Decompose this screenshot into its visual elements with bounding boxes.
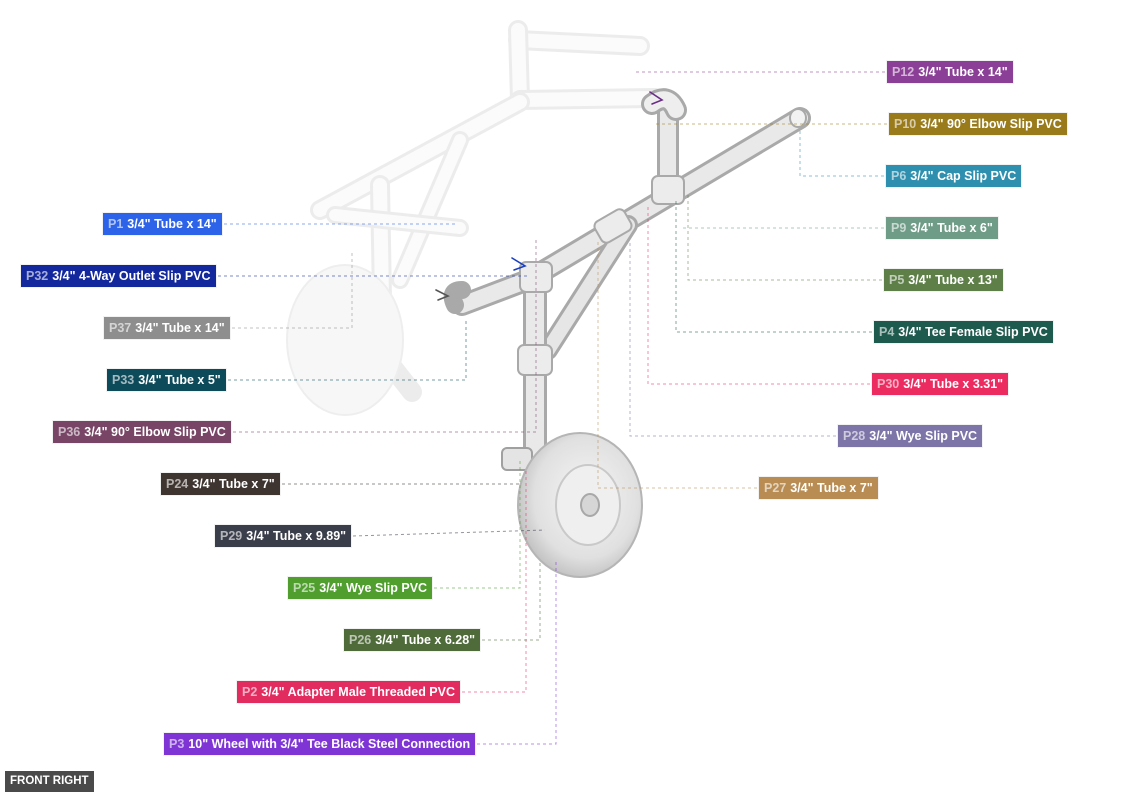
part-id: P29 <box>220 529 243 543</box>
part-id: P37 <box>109 321 132 335</box>
leader-line-p4 <box>675 200 872 333</box>
leader-line-p29 <box>352 529 546 537</box>
leader-line-p3 <box>477 560 557 745</box>
part-description: 3/4" Tube x 6.28" <box>375 633 476 647</box>
part-id: P26 <box>349 633 372 647</box>
part-id: P27 <box>764 481 787 495</box>
leader-line-p6 <box>799 130 884 177</box>
part-id: P5 <box>889 273 905 287</box>
leader-line-p33 <box>228 320 467 381</box>
part-description: 3/4" 90° Elbow Slip PVC <box>84 425 226 439</box>
leader-line-p25 <box>434 460 521 589</box>
part-id: P28 <box>843 429 866 443</box>
main-assembly <box>435 88 811 578</box>
leader-line-p36 <box>233 240 537 433</box>
part-id: P9 <box>891 221 907 235</box>
part-description: 3/4" Cap Slip PVC <box>910 169 1017 183</box>
part-id: P25 <box>293 581 316 595</box>
leader-line-p27 <box>597 240 757 489</box>
part-description: 3/4" Tube x 14" <box>135 321 225 335</box>
view-label: FRONT RIGHT <box>5 771 94 792</box>
leader-line-p5 <box>687 195 882 281</box>
part-id: P24 <box>166 477 189 491</box>
part-id: P32 <box>26 269 49 283</box>
part-id: P6 <box>891 169 907 183</box>
part-id: P10 <box>894 117 917 131</box>
part-description: 3/4" Adapter Male Threaded PVC <box>261 685 456 699</box>
part-description: 3/4" Tube x 14" <box>127 217 217 231</box>
leader-line-p30 <box>647 205 870 385</box>
part-description: 3/4" 4-Way Outlet Slip PVC <box>52 269 211 283</box>
part-description: 3/4" Wye Slip PVC <box>319 581 428 595</box>
leader-line-p2 <box>462 470 527 693</box>
leader-line-p37 <box>232 250 353 329</box>
part-description: 3/4" Tube x 14" <box>918 65 1008 79</box>
part-id: P3 <box>169 737 185 751</box>
part-description: 3/4" Tube x 5" <box>138 373 221 387</box>
part-id: P33 <box>112 373 135 387</box>
part-id: P2 <box>242 685 258 699</box>
part-description: 3/4" Tube x 13" <box>908 273 998 287</box>
part-description: 3/4" Tee Female Slip PVC <box>898 325 1048 339</box>
part-description: 3/4" Wye Slip PVC <box>869 429 978 443</box>
part-id: P4 <box>879 325 895 339</box>
ghost-assembly <box>286 20 665 416</box>
part-description: 3/4" Tube x 7" <box>192 477 275 491</box>
leader-lines <box>218 71 887 745</box>
part-description: 10" Wheel with 3/4" Tee Black Steel Conn… <box>188 737 471 751</box>
part-id: P1 <box>108 217 124 231</box>
part-id: P30 <box>877 377 900 391</box>
part-id: P12 <box>892 65 915 79</box>
part-description: 3/4" 90° Elbow Slip PVC <box>920 117 1062 131</box>
part-description: 3/4" Tube x 3.31" <box>903 377 1004 391</box>
part-description: 3/4" Tube x 7" <box>790 481 873 495</box>
leader-line-p28 <box>629 240 836 437</box>
leader-line-p26 <box>482 560 541 641</box>
part-description: 3/4" Tube x 6" <box>910 221 993 235</box>
part-id: P36 <box>58 425 81 439</box>
part-description: 3/4" Tube x 9.89" <box>246 529 347 543</box>
